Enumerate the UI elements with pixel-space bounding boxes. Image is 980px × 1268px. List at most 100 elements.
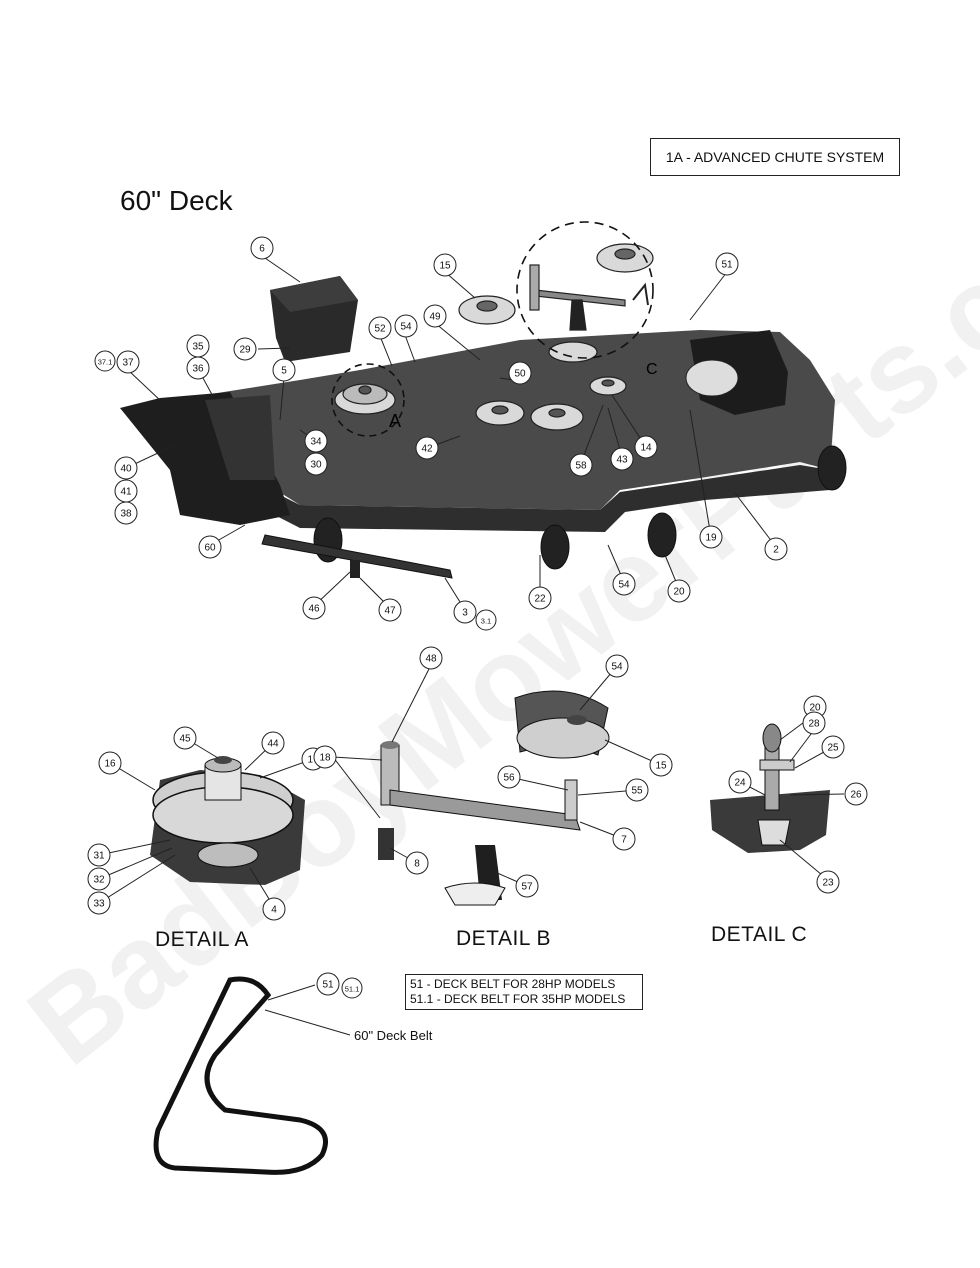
callout-number: 36 xyxy=(192,364,204,375)
callout-circle xyxy=(610,447,634,471)
callout-circle xyxy=(114,456,138,480)
belt-leaders xyxy=(264,984,351,1036)
callout-circle xyxy=(816,870,840,894)
callout-main-22: 14 xyxy=(634,435,658,459)
callout-circle xyxy=(304,452,328,476)
callout-main-31: 20 xyxy=(667,579,691,603)
callout-circle xyxy=(844,782,868,806)
callout-main-26: 47 xyxy=(378,598,402,622)
callout-number: 14 xyxy=(640,443,652,454)
callout-number: 29 xyxy=(239,345,251,356)
callout-circle xyxy=(419,646,443,670)
callout-number: 60 xyxy=(204,543,216,554)
callout-detail_b-1: 18 xyxy=(313,745,337,769)
callout-circle xyxy=(625,778,649,802)
callout-circle xyxy=(313,745,337,769)
callout-circle xyxy=(87,867,111,891)
callout-circle xyxy=(453,600,477,624)
callout-main-15: 40 xyxy=(114,456,138,480)
callout-main-0: 6 xyxy=(250,236,274,260)
detail-a-circle xyxy=(331,363,405,437)
callout-number: 20 xyxy=(673,587,685,598)
callout-number: 28 xyxy=(808,719,820,730)
callout-main-21: 43 xyxy=(610,447,634,471)
callout-number: 35 xyxy=(192,342,204,353)
callout-number: 54 xyxy=(611,662,623,673)
callout-main-17: 38 xyxy=(114,501,138,525)
callout-detail_a-1: 44 xyxy=(261,731,285,755)
callout-circle xyxy=(198,535,222,559)
callout-detail_b-4: 56 xyxy=(497,765,521,789)
callout-circle xyxy=(302,596,326,620)
callout-circle xyxy=(802,711,826,735)
callout-circle xyxy=(475,609,497,631)
system-title-box: 1A - ADVANCED CHUTE SYSTEM xyxy=(650,138,900,176)
callout-number: 7 xyxy=(621,835,627,846)
belt-note-box: 51 - DECK BELT FOR 28HP MODELS 51.1 - DE… xyxy=(405,974,643,1010)
callout-circle xyxy=(250,236,274,260)
callout-number: 15 xyxy=(439,261,451,272)
callout-number: 37.1 xyxy=(98,358,113,367)
callout-number: 37 xyxy=(122,358,134,369)
callout-circle xyxy=(605,654,629,678)
callout-circle xyxy=(667,579,691,603)
callout-circle xyxy=(508,361,532,385)
callout-circle xyxy=(497,765,521,789)
callout-circle xyxy=(262,897,286,921)
callout-detail_b-8: 15 xyxy=(649,753,673,777)
callout-number: 51 xyxy=(721,260,733,271)
detail-c-label: DETAIL C xyxy=(711,923,808,946)
callout-number: 5 xyxy=(281,366,287,377)
detail-c-marker: C xyxy=(646,361,658,378)
callout-number: 2 xyxy=(773,545,779,556)
callout-detail_c-1: 28 xyxy=(802,711,826,735)
callout-number: 52 xyxy=(374,324,386,335)
callout-number: 46 xyxy=(308,604,320,615)
callout-circle xyxy=(612,827,636,851)
callout-main-12: 50 xyxy=(508,361,532,385)
callout-number: 58 xyxy=(575,461,587,472)
callout-number: 47 xyxy=(384,606,396,617)
callout-number: 44 xyxy=(267,739,279,750)
callout-number: 19 xyxy=(705,533,717,544)
callout-number: 23 xyxy=(822,878,834,889)
detail-b-circle xyxy=(516,221,654,359)
callout-number: 4 xyxy=(271,905,277,916)
callout-number: 26 xyxy=(850,790,862,801)
callout-main-6: 37.1 xyxy=(94,350,116,372)
callout-detail_a-6: 33 xyxy=(87,891,111,915)
callout-number: 48 xyxy=(425,654,437,665)
callout-detail_c-3: 24 xyxy=(728,770,752,794)
callout-main-8: 5 xyxy=(272,358,296,382)
callout-circle xyxy=(114,501,138,525)
callout-number: 18 xyxy=(319,753,331,764)
callout-belt-0: 51 xyxy=(316,972,340,996)
callout-circle xyxy=(528,586,552,610)
callout-circle xyxy=(433,253,457,277)
callout-circle xyxy=(341,977,363,999)
callout-circle xyxy=(728,770,752,794)
callout-number: 54 xyxy=(618,580,630,591)
callout-circle xyxy=(233,337,257,361)
callout-circle xyxy=(378,598,402,622)
idler-arm xyxy=(529,264,649,331)
callout-number: 3.1 xyxy=(481,617,491,626)
callout-detail_b-6: 7 xyxy=(612,827,636,851)
callout-main-3: 29 xyxy=(233,337,257,361)
callout-number: 32 xyxy=(93,875,105,886)
callout-number: 31 xyxy=(93,851,105,862)
callout-circle xyxy=(261,731,285,755)
callout-circle xyxy=(715,252,739,276)
callout-circle xyxy=(272,358,296,382)
callout-circle xyxy=(612,572,636,596)
callout-detail_a-5: 32 xyxy=(87,867,111,891)
callout-main-28: 3.1 xyxy=(475,609,497,631)
callout-circle xyxy=(649,753,673,777)
detail-b-leaders xyxy=(332,664,662,887)
callout-main-20: 58 xyxy=(569,453,593,477)
callout-detail_b-0: 48 xyxy=(419,646,443,670)
callout-main-4: 35 xyxy=(186,334,210,358)
callout-circle xyxy=(316,972,340,996)
callout-main-10: 54 xyxy=(394,314,418,338)
